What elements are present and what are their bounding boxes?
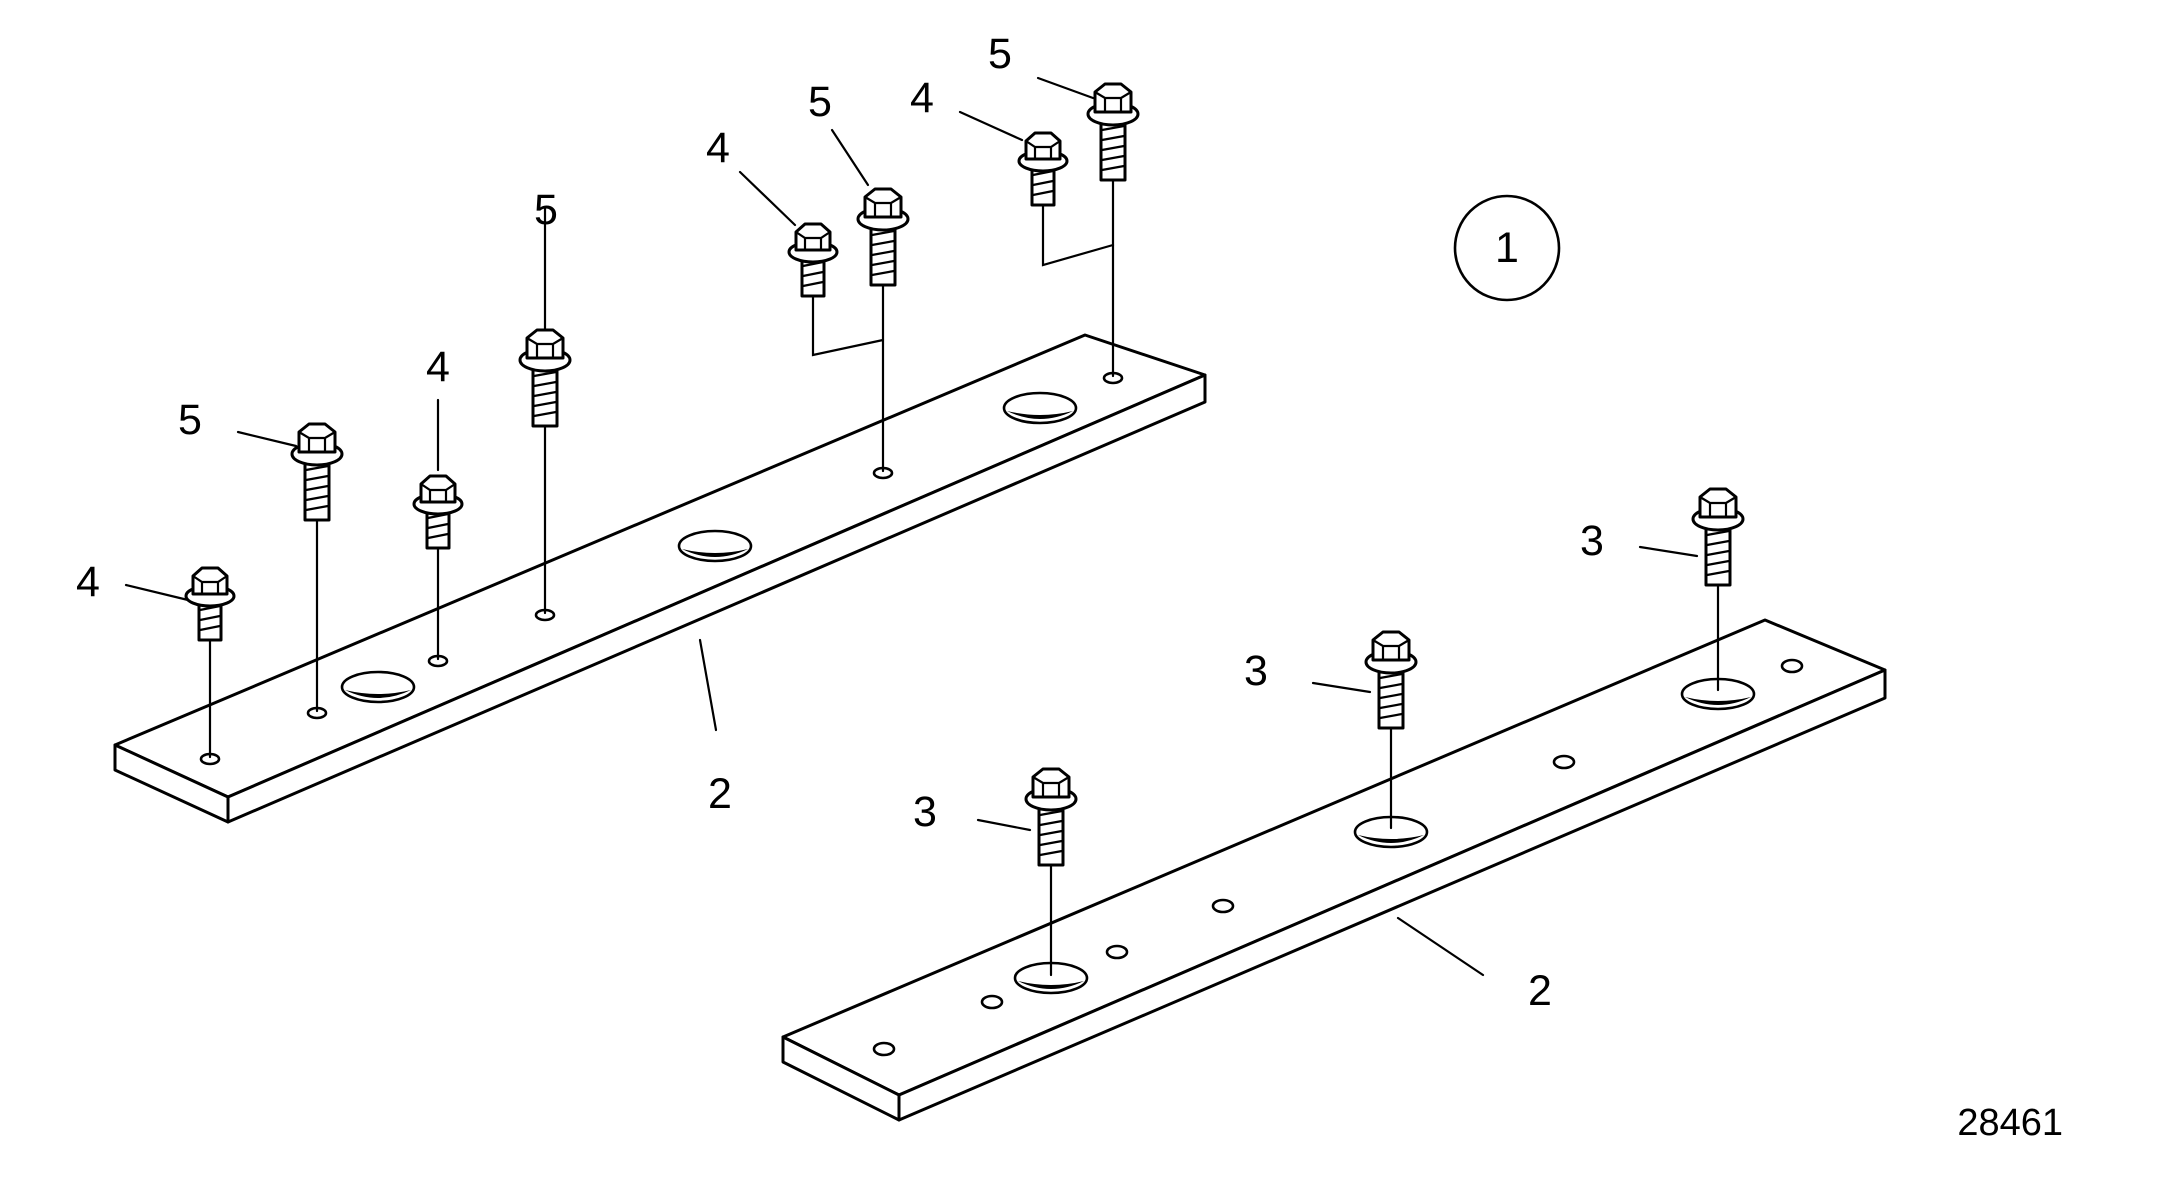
label-bolt-5: 5 [988, 30, 1012, 78]
label-bolt-5: 5 [808, 78, 832, 126]
bolt-4-icon [787, 222, 839, 298]
bolt-4-icon [1017, 131, 1069, 207]
label-bolt-4: 4 [426, 343, 450, 391]
lower-plate-holes [872, 658, 1804, 1057]
label-bolt-4: 4 [706, 124, 730, 172]
bolt-5-icon [518, 328, 572, 428]
label-plate-2: 2 [708, 770, 732, 818]
bolt-3-icon [1364, 630, 1418, 730]
bolt-5-icon [1086, 82, 1140, 182]
bolt-4-icon [412, 474, 464, 550]
callout-number: 1 [1495, 224, 1519, 272]
part-labels: 4 5 4 5 4 5 4 5 2 2 3 3 3 [76, 30, 1604, 1015]
upper-plate-holes [199, 371, 1124, 766]
bolt-3-icon [1691, 487, 1745, 587]
label-plate-2: 2 [1528, 967, 1552, 1015]
bolt-5-icon [290, 422, 344, 522]
label-bolt-3: 3 [913, 788, 937, 836]
callout-circle: 1 [1453, 194, 1561, 302]
label-bolt-4: 4 [910, 74, 934, 122]
label-bolt-5: 5 [178, 396, 202, 444]
label-bolt-5: 5 [534, 186, 558, 234]
label-bolt-3: 3 [1244, 647, 1268, 695]
label-bolt-4: 4 [76, 558, 100, 606]
lower-bolts [1024, 487, 1745, 977]
bolt-4-icon [184, 566, 236, 642]
label-bolt-3: 3 [1580, 517, 1604, 565]
drawing-number: 28461 [1957, 1102, 2063, 1144]
leader-lines [124, 76, 1699, 977]
bolt-5-icon [856, 187, 910, 287]
upper-bolts [184, 82, 1140, 759]
bolt-3-icon [1024, 767, 1078, 867]
